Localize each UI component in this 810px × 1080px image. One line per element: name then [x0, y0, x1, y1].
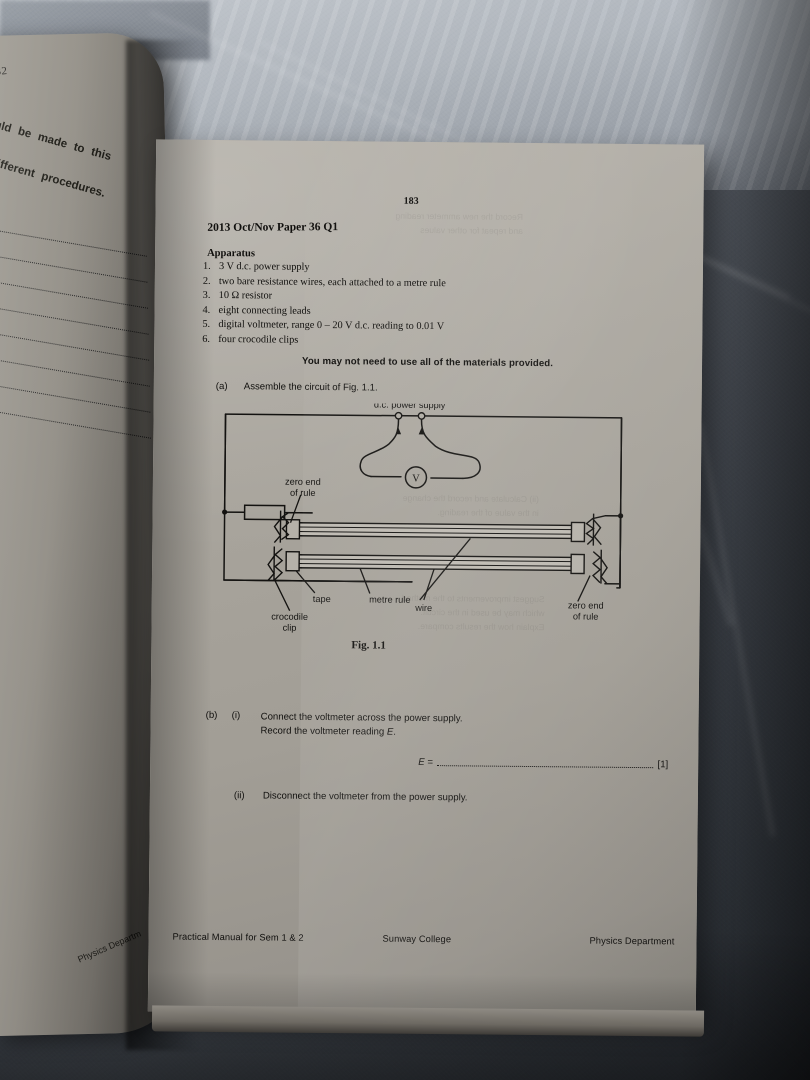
crocodile-clip-bottom-right — [592, 549, 608, 585]
apparatus-item-text: four crocodile clips — [218, 334, 299, 346]
voltmeter-symbol-circle — [404, 466, 428, 489]
power-supply-terminals — [394, 411, 426, 420]
label-power-supply: d.c. power supply — [374, 402, 446, 410]
answer-symbol-E: E = — [418, 756, 433, 769]
part-b-label: (b) — [205, 709, 218, 722]
leader-lines — [273, 494, 591, 611]
right-page: Record the new ammeter reading and repea… — [147, 139, 705, 1017]
crocodile-clip-bottom-left — [267, 546, 284, 581]
part-a-text: Assemble the circuit of Fig. 1.1. — [243, 381, 378, 394]
figure-labels: zero end of rule tape crocodile clip met… — [271, 399, 604, 633]
part-b-i-line1: Connect the voltmeter across the power s… — [260, 711, 463, 725]
apparatus-item-number: 2. — [202, 275, 211, 287]
metre-rule-top — [285, 518, 586, 543]
question-header: 2013 Oct/Nov Paper 36 Q1 — [207, 221, 339, 234]
label-zero-end-right-1: zero end — [568, 600, 604, 610]
apparatus-item-text: 3 V d.c. power supply — [218, 260, 310, 273]
footer-left: Practical Manual for Sem 1 & 2 — [172, 931, 304, 943]
figure-caption: Fig. 1.1 — [351, 639, 386, 652]
footer-right: Physics Department — [589, 935, 675, 947]
question-part-b: (b) (i) Connect the voltmeter across the… — [205, 710, 675, 743]
part-b-ii-label: (ii) — [233, 790, 245, 802]
apparatus-item-number: 6. — [202, 333, 211, 345]
question-part-a: (a) Assemble the circuit of Fig. 1.1. — [216, 381, 378, 394]
label-crocodile-1: crocodile — [271, 612, 308, 622]
apparatus-list: 1.3 V d.c. power supply 2.two bare resis… — [202, 260, 673, 352]
part-b-i-text: Connect the voltmeter across the power s… — [260, 710, 462, 739]
voltmeter-symbol-letter: V — [412, 473, 420, 484]
apparatus-item-number: 1. — [202, 260, 211, 272]
tape-top-right — [570, 521, 586, 543]
part-b-item-i: (b) (i) Connect the voltmeter across the… — [205, 710, 675, 742]
label-zero-end-left-2: of rule — [290, 488, 316, 498]
crocodile-clip-top-left — [273, 510, 313, 544]
circuit-figure: V — [211, 399, 633, 646]
book-bottom-edge — [151, 1005, 705, 1037]
footer-center: Sunway College — [382, 933, 452, 945]
part-a-label: (a) — [215, 380, 228, 393]
label-zero-end-right-2: of rule — [573, 611, 599, 621]
label-wire: wire — [414, 603, 432, 613]
part-b-item-ii: (ii) Disconnect the voltmeter from the p… — [234, 790, 674, 805]
apparatus-item-text: 10 Ω resistor — [218, 290, 273, 302]
answer-line-E[interactable]: E = [1] — [418, 757, 668, 770]
part-b-ii-text: Disconnect the voltmeter from the power … — [262, 790, 468, 804]
page-footer: Practical Manual for Sem 1 & 2 Sunway Co… — [172, 932, 682, 947]
apparatus-item-text: eight connecting leads — [218, 304, 311, 317]
label-tape: tape — [313, 594, 331, 604]
part-b-i-line2-pre: Record the voltmeter reading — [260, 725, 387, 738]
apparatus-heading: Apparatus — [207, 247, 256, 260]
part-b-i-label: (i) — [231, 710, 241, 722]
answer-marks: [1] — [657, 759, 669, 771]
junction-node-right — [618, 513, 624, 519]
lead-arrow-right — [418, 427, 425, 435]
right-page-number: 183 — [403, 195, 419, 207]
circuit-diagram-svg: V — [222, 399, 624, 633]
apparatus-item: 6. four crocodile clips — [202, 333, 672, 352]
materials-notice: You may not need to use all of the mater… — [302, 355, 554, 370]
label-zero-end-left-1: zero end — [285, 477, 321, 487]
voltmeter-leads — [359, 418, 481, 480]
right-page-content: 183 2013 Oct/Nov Paper 36 Q1 Apparatus 1… — [148, 139, 704, 1016]
tape-bottom-right — [570, 553, 585, 575]
apparatus-item-number: 3. — [202, 290, 211, 302]
apparatus-item-number: 5. — [202, 319, 211, 331]
label-crocodile-2: clip — [283, 623, 297, 633]
answer-dotted-line[interactable] — [436, 765, 654, 769]
resistor-box — [243, 504, 286, 521]
apparatus-item-number: 4. — [202, 304, 211, 316]
crocodile-clip-top-right — [585, 513, 606, 546]
part-b-i-line2-post: . — [393, 726, 397, 738]
tape-bottom-left — [285, 550, 300, 572]
tape-top-left — [285, 518, 301, 540]
metre-rule-bottom — [285, 550, 585, 575]
label-metre-rule: metre rule — [369, 594, 410, 604]
lead-arrow-left — [395, 427, 402, 435]
